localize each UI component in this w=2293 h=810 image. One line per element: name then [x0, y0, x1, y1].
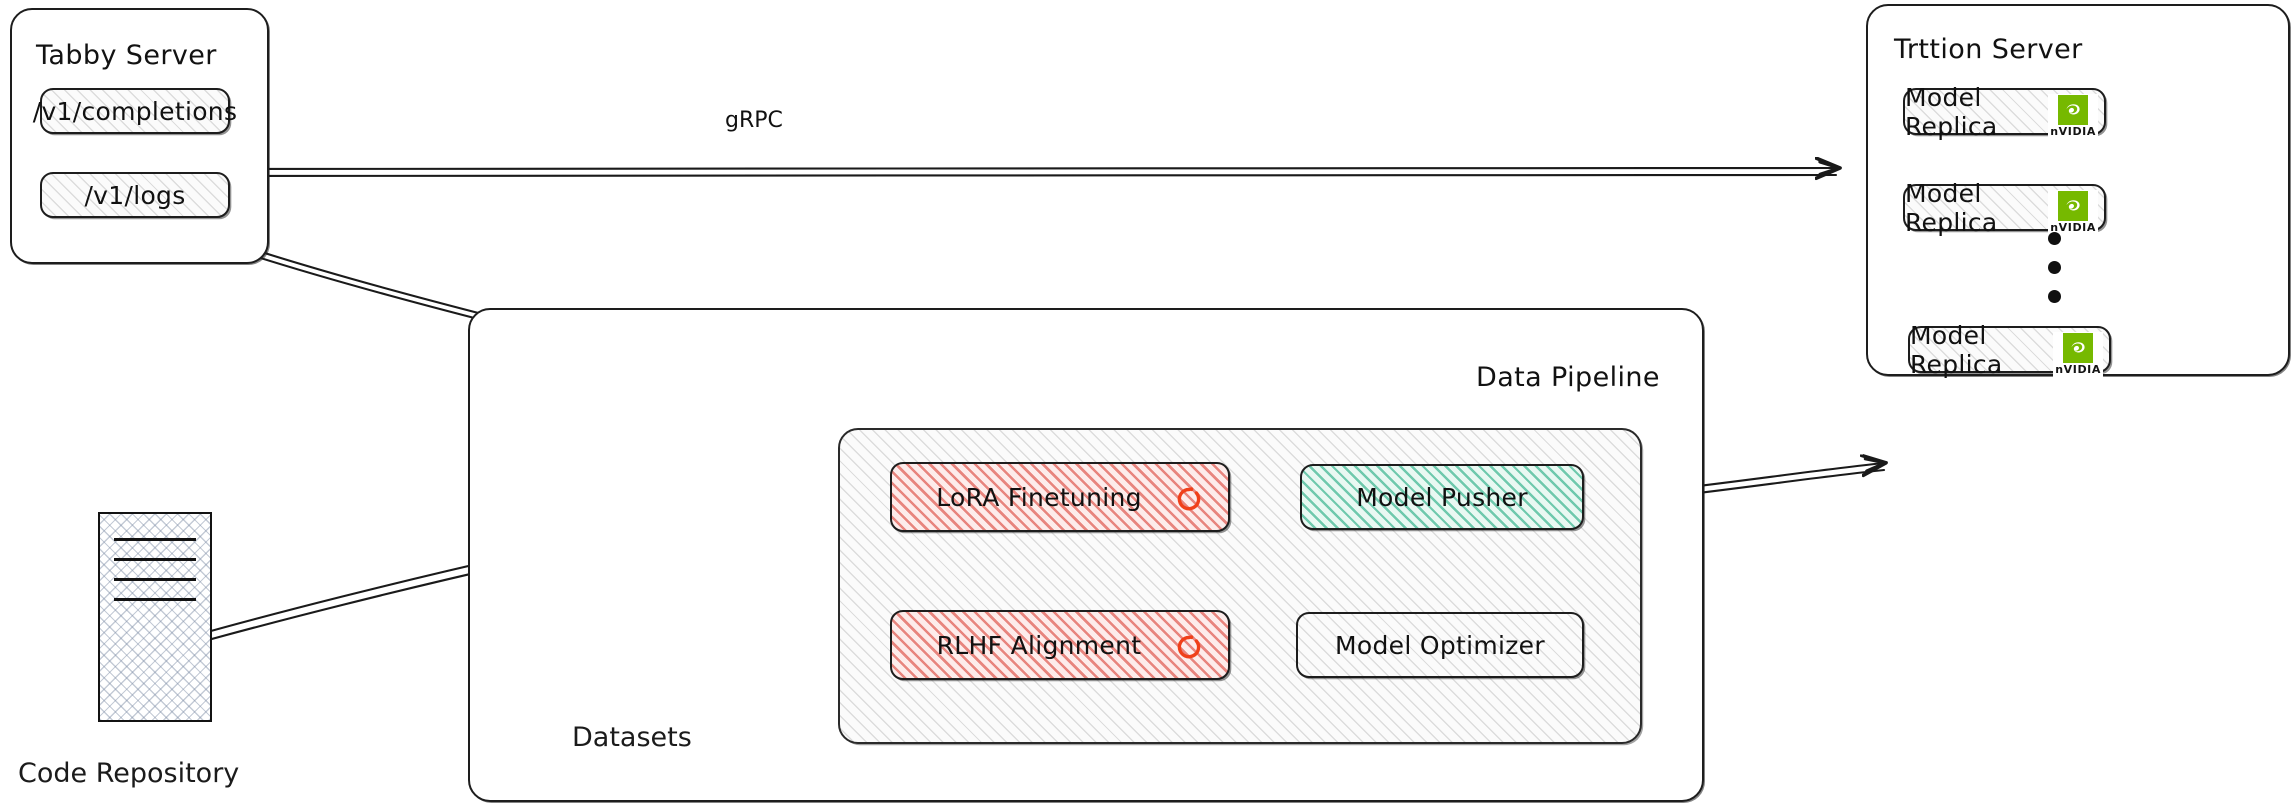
rlhf-alignment-label: RLHF Alignment — [936, 630, 1142, 660]
data-pipeline-title: Data Pipeline — [1476, 362, 1660, 393]
logs-endpoint-label: /v1/logs — [84, 180, 186, 210]
vertical-ellipsis-icon — [2048, 232, 2061, 303]
repo-line — [114, 578, 196, 582]
refresh-icon — [1172, 482, 1206, 516]
nvidia-wordmark: nVIDIA — [2055, 363, 2101, 376]
model-optimizer-node[interactable]: Model Optimizer — [1296, 612, 1584, 678]
nvidia-logo-icon: nVIDIA — [2048, 190, 2098, 235]
repo-line — [114, 538, 196, 542]
repo-line — [114, 558, 196, 562]
grpc-edge-label: gRPC — [718, 108, 790, 133]
model-replica-1-label: Model Replica — [1905, 82, 1998, 141]
lora-finetuning-node[interactable]: LoRA Finetuning — [890, 462, 1230, 532]
model-replica-2[interactable]: Model Replica nVIDIA — [1903, 179, 2106, 237]
completions-endpoint[interactable]: /v1/completions — [33, 88, 237, 134]
model-replica-2-label: Model Replica — [1905, 178, 1998, 237]
lora-finetuning-label: LoRA Finetuning — [936, 482, 1142, 512]
model-replica-3-label: Model Replica — [1910, 320, 2003, 379]
nvidia-logo-icon: nVIDIA — [2053, 332, 2103, 377]
model-replica-1[interactable]: Model Replica nVIDIA — [1903, 83, 2106, 141]
refresh-icon — [1172, 630, 1206, 664]
model-pusher-node[interactable]: Model Pusher — [1300, 464, 1584, 530]
rlhf-alignment-node[interactable]: RLHF Alignment — [890, 610, 1230, 680]
tabby-server-panel — [10, 8, 269, 264]
model-replica-3[interactable]: Model Replica nVIDIA — [1908, 321, 2111, 379]
logs-endpoint[interactable]: /v1/logs — [40, 172, 230, 218]
repository-icon — [98, 512, 212, 722]
completions-endpoint-label: /v1/completions — [32, 96, 238, 126]
nvidia-wordmark: nVIDIA — [2050, 125, 2096, 138]
triton-server-title: Trttion Server — [1894, 34, 2083, 65]
tabby-server-title: Tabby Server — [36, 40, 217, 71]
model-optimizer-label: Model Optimizer — [1335, 630, 1545, 660]
model-pusher-label: Model Pusher — [1356, 482, 1528, 512]
repo-line — [114, 598, 196, 602]
nvidia-wordmark: nVIDIA — [2050, 221, 2096, 234]
nvidia-logo-icon: nVIDIA — [2048, 94, 2098, 139]
edge-grpc — [230, 168, 1838, 176]
